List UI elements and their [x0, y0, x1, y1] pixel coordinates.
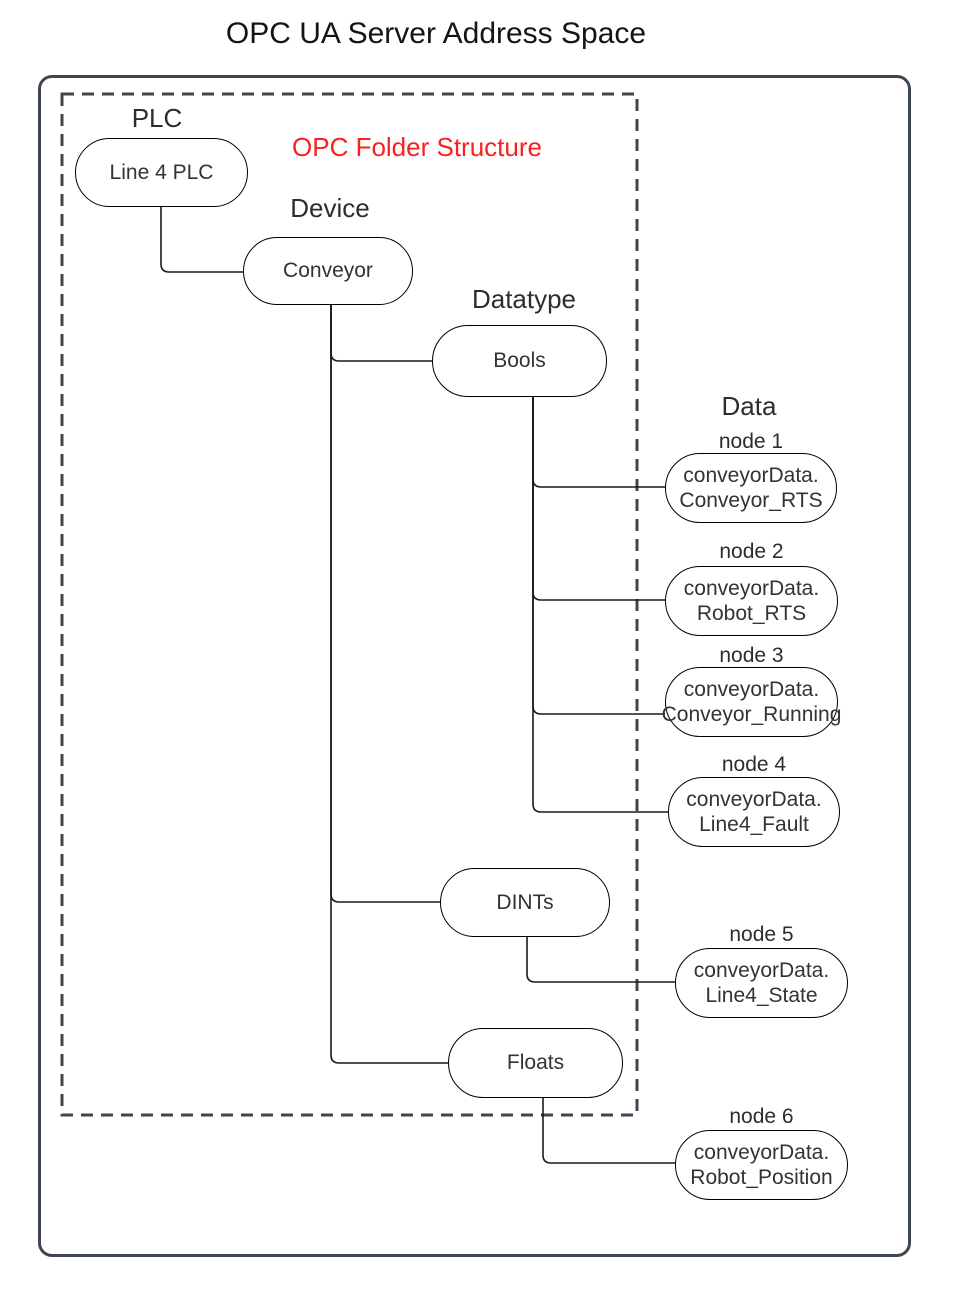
- folder-node-bools-label: Bools: [493, 349, 546, 372]
- node-5-line2: Line4_State: [705, 984, 818, 1007]
- node-6-line2: Robot_Position: [690, 1166, 833, 1189]
- page-title: OPC UA Server Address Space: [225, 17, 647, 50]
- node-2-label: node 2: [719, 540, 784, 563]
- folder-node-conveyor-label: Conveyor: [283, 259, 373, 282]
- node-3-line2: Conveyor_Running: [661, 703, 842, 726]
- level-label-data: Data: [721, 391, 777, 421]
- folder-node-floats-label: Floats: [506, 1051, 565, 1074]
- node-1-label: node 1: [718, 430, 784, 453]
- node-6-line1: conveyorData.: [693, 1141, 830, 1164]
- opc-folder-structure-label: OPC Folder Structure: [292, 132, 542, 162]
- node-3-pill: conveyorData. Conveyor_Running: [662, 667, 841, 737]
- node-5-line1: conveyorData.: [693, 959, 830, 982]
- node-2-line2: Robot_RTS: [696, 602, 807, 625]
- folder-node-floats: Floats: [448, 1028, 623, 1098]
- address-space-frame: [38, 75, 911, 1257]
- folder-node-bools: Bools: [432, 325, 607, 397]
- folder-node-dints-label: DINTs: [496, 890, 554, 914]
- node-5-label: node 5: [729, 923, 794, 946]
- node-5-pill: conveyorData. Line4_State: [675, 948, 848, 1018]
- node-3-line1: conveyorData.: [683, 678, 820, 701]
- node-1-line1: conveyorData.: [683, 464, 819, 487]
- node-2-line1: conveyorData.: [683, 577, 820, 600]
- node-2-pill: conveyorData. Robot_RTS: [665, 566, 838, 636]
- level-label-plc: PLC: [131, 103, 183, 133]
- folder-node-dints: DINTs: [440, 868, 610, 937]
- node-6-label: node 6: [729, 1105, 794, 1128]
- folder-node-line4-plc-label: Line 4 PLC: [109, 160, 214, 184]
- node-1-line2: Conveyor_RTS: [679, 489, 823, 512]
- node-1-pill: conveyorData. Conveyor_RTS: [665, 453, 837, 523]
- folder-node-line4-plc: Line 4 PLC: [75, 138, 248, 207]
- level-label-device: Device: [290, 193, 370, 223]
- folder-node-conveyor: Conveyor: [243, 237, 413, 305]
- node-3-label: node 3: [719, 644, 784, 667]
- node-4-line2: Line4_Fault: [699, 813, 809, 836]
- node-4-label: node 4: [721, 753, 787, 776]
- node-4-pill: conveyorData. Line4_Fault: [668, 777, 840, 847]
- level-label-datatype: Datatype: [471, 284, 577, 314]
- node-6-pill: conveyorData. Robot_Position: [675, 1130, 848, 1200]
- node-4-line1: conveyorData.: [686, 788, 822, 811]
